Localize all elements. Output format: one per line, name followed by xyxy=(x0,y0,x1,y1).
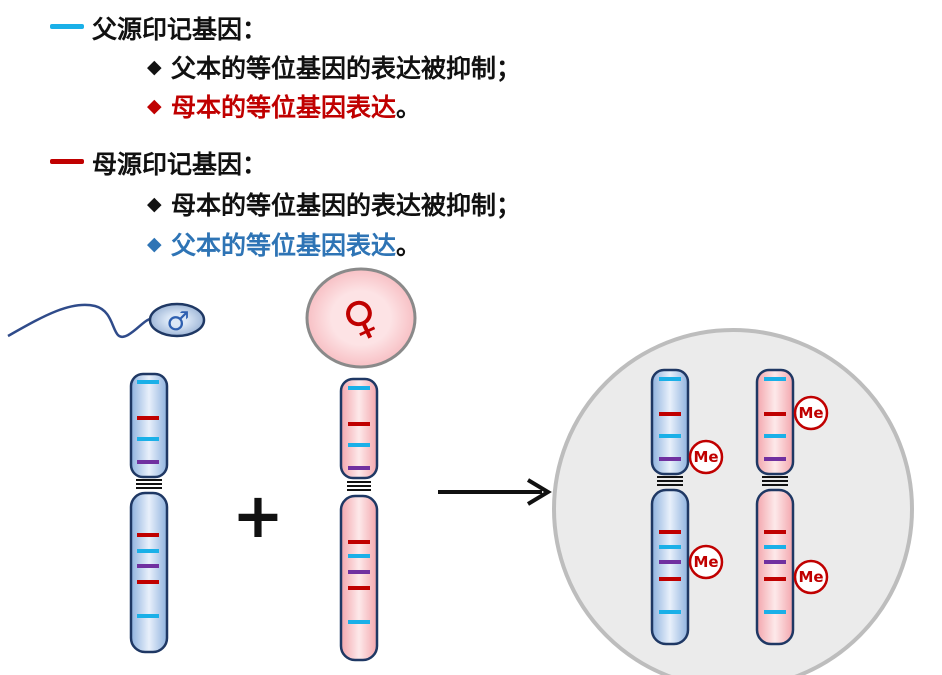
egg-cell: ♀ xyxy=(305,267,417,369)
diamond-bullet-icon: ◆ xyxy=(147,193,162,215)
maternal-bullet-1-text: 母本的等位基因的表达被抑制； xyxy=(171,191,522,220)
sperm-cell: ♂ xyxy=(7,302,206,339)
paternal-imprint-title: 父源印记基因： xyxy=(92,15,268,44)
methyl-marker: Me xyxy=(793,395,829,431)
arrow-icon xyxy=(438,478,552,506)
diamond-bullet-icon: ◆ xyxy=(147,233,162,255)
centromere xyxy=(136,479,162,489)
sperm-head xyxy=(148,302,206,338)
maternal-bullet-2-period: 。 xyxy=(396,231,422,260)
chromosome-arm-lower xyxy=(650,488,690,646)
centromere xyxy=(762,476,788,486)
chromosome-arm-lower xyxy=(129,491,169,654)
paternal-bullet-2-period: 。 xyxy=(396,93,422,122)
sperm-tail xyxy=(7,303,156,339)
paternal-legend-dash xyxy=(50,24,84,29)
maternal-imprint-title: 母源印记基因： xyxy=(92,150,268,179)
centromere xyxy=(657,476,683,486)
diamond-bullet-icon: ◆ xyxy=(147,95,162,117)
methyl-marker: Me xyxy=(688,544,724,580)
chromosome-arm-lower xyxy=(339,494,379,662)
paternal-bullet-2-text: 母本的等位基因表达 xyxy=(171,93,397,122)
chromosome-arm-upper xyxy=(339,377,379,480)
zygote-paternal-chromosome xyxy=(650,368,690,646)
maternal-bullet-2: ◆ 父本的等位基因表达 。 xyxy=(147,226,421,262)
maternal-bullet-2-text: 父本的等位基因表达 xyxy=(171,231,397,260)
maternal-legend-dash xyxy=(50,159,84,164)
maternal-chromosome xyxy=(339,377,379,662)
male-symbol-icon: ♂ xyxy=(166,307,189,337)
chromosome-arm-upper xyxy=(755,368,795,476)
maternal-bullet-1: ◆ 母本的等位基因的表达被抑制； xyxy=(147,186,521,222)
paternal-chromosome xyxy=(129,372,169,654)
paternal-bullet-1: ◆ 父本的等位基因的表达被抑制； xyxy=(147,49,521,85)
svg-text:Me: Me xyxy=(798,404,823,422)
zygote-cell xyxy=(552,328,914,675)
chromosome-arm-lower xyxy=(755,488,795,646)
chromosome-arm-upper xyxy=(129,372,169,479)
egg-body xyxy=(305,267,417,369)
methyl-marker: Me xyxy=(793,559,829,595)
paternal-bullet-2: ◆ 母本的等位基因表达 。 xyxy=(147,88,421,124)
zygote-maternal-chromosome xyxy=(755,368,795,646)
methyl-marker: Me xyxy=(688,439,724,475)
svg-text:Me: Me xyxy=(798,568,823,586)
paternal-bullet-1-text: 父本的等位基因的表达被抑制； xyxy=(171,54,522,83)
svg-text:Me: Me xyxy=(693,553,718,571)
svg-text:Me: Me xyxy=(693,448,718,466)
chromosome-arm-upper xyxy=(650,368,690,476)
diamond-bullet-icon: ◆ xyxy=(147,56,162,78)
centromere xyxy=(347,481,371,491)
plus-symbol: + xyxy=(232,479,284,552)
